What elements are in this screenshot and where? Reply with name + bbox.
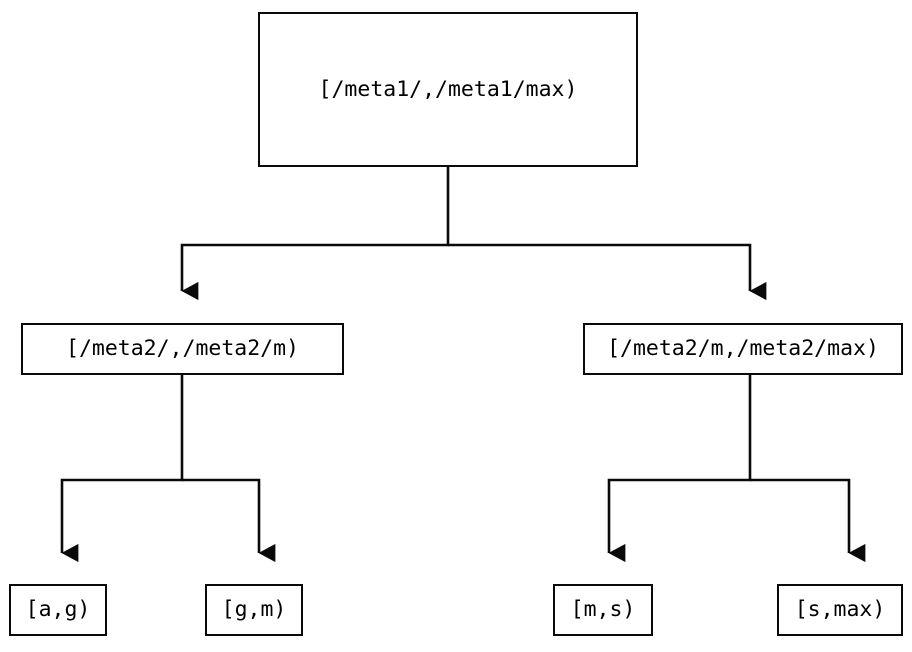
tree-node-leaf-smax-label: [s,max) [794, 597, 886, 623]
tree-node-mid-left[interactable]: [/meta2/,/meta2/m) [21, 323, 344, 375]
tree-node-leaf-smax[interactable]: [s,max) [777, 584, 903, 636]
tree-node-mid-left-label: [/meta2/,/meta2/m) [66, 336, 299, 362]
tree-node-leaf-gm[interactable]: [g,m) [205, 584, 303, 636]
tree-node-mid-right[interactable]: [/meta2/m,/meta2/max) [583, 323, 903, 375]
tree-node-leaf-ag[interactable]: [a,g) [9, 584, 107, 636]
tree-node-root-label: [/meta1/,/meta1/max) [318, 76, 578, 102]
edge-mid-right-to-leaf-smax [750, 478, 866, 563]
edge-root-to-mid-right [448, 243, 767, 301]
edge-mid-left-to-leaf-gm [182, 478, 276, 563]
tree-node-leaf-ms-label: [m,s) [570, 597, 636, 623]
tree-node-mid-right-label: [/meta2/m,/meta2/max) [607, 336, 879, 362]
edge-root-to-mid-left [180, 167, 450, 301]
tree-node-leaf-gm-label: [g,m) [221, 597, 287, 623]
tree-node-leaf-ms[interactable]: [m,s) [553, 584, 653, 636]
edge-mid-left-to-leaf-ag [60, 375, 184, 563]
tree-node-root[interactable]: [/meta1/,/meta1/max) [258, 12, 638, 167]
edge-mid-right-to-leaf-ms [607, 375, 752, 563]
tree-node-leaf-ag-label: [a,g) [25, 597, 91, 623]
